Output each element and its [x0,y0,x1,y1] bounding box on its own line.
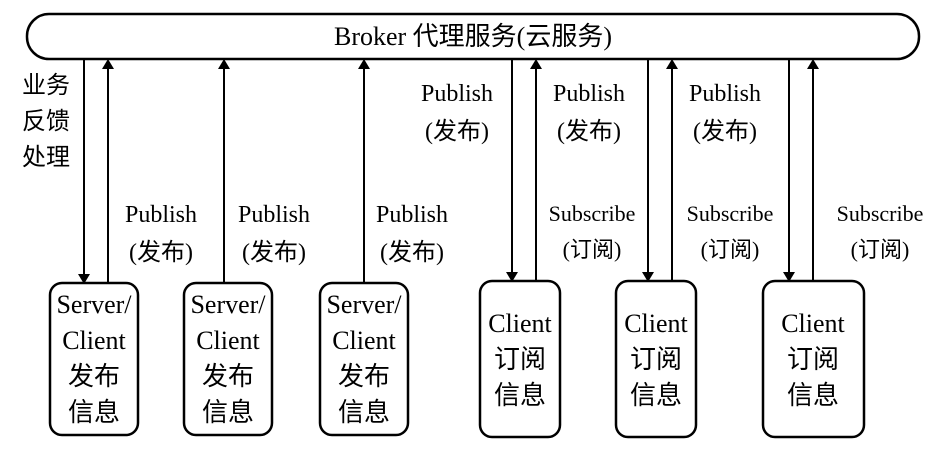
server-client-box-2 [182,281,274,437]
client-box-1 [478,279,562,439]
client-box-3-line-1: Client [781,309,845,338]
label-publish-4-cn: (发布) [425,118,489,145]
box-1-line-4: 信息 [68,398,120,427]
broker-label: Broker 代理服务(云服务) [334,22,612,51]
box-1-line-2: Client [62,326,126,355]
server-client-box-1 [48,281,140,437]
label-publish-4: Publish [421,81,493,107]
label-publish-2-cn: (发布) [242,239,306,266]
box-3-line-4: 信息 [338,398,390,427]
label-publish-1-cn: (发布) [129,239,193,266]
client-box-3 [761,279,866,439]
label-publish-6: Publish [689,81,761,107]
label-subscribe-2: Subscribe [687,201,774,226]
label-publish-2: Publish [238,202,310,228]
box-2-line-1: Server/ [190,290,266,319]
client-box-1-line-1: Client [488,309,552,338]
label-subscribe-3-cn: (订阅) [851,237,910,262]
feedback-label-line-3: 处理 [22,144,70,171]
box-1-line-3: 发布 [68,362,120,391]
box-2-line-4: 信息 [202,398,254,427]
client-box-1-line-2: 订阅 [494,345,546,374]
client-box-2-line-1: Client [624,309,688,338]
label-subscribe-2-cn: (订阅) [701,237,760,262]
label-publish-5-cn: (发布) [557,118,621,145]
box-1-line-1: Server/ [56,290,132,319]
label-publish-5: Publish [553,81,625,107]
label-publish-1: Publish [125,202,197,228]
box-2-line-3: 发布 [202,362,254,391]
feedback-label-line-1: 业务 [22,72,70,99]
broker-bar [25,12,921,61]
client-box-1-line-3: 信息 [494,381,546,410]
box-3-line-3: 发布 [338,362,390,391]
label-publish-3: Publish [376,202,448,228]
client-box-2 [614,279,698,439]
server-client-box-3 [318,281,410,437]
client-box-2-line-3: 信息 [630,381,682,410]
client-box-2-line-2: 订阅 [630,345,682,374]
client-box-3-line-2: 订阅 [787,345,839,374]
box-2-line-2: Client [196,326,260,355]
box-3-line-2: Client [332,326,396,355]
label-subscribe-1-cn: (订阅) [563,237,622,262]
box-3-line-1: Server/ [326,290,402,319]
feedback-label-line-2: 反馈 [22,108,70,135]
label-publish-3-cn: (发布) [380,239,444,266]
client-box-3-line-3: 信息 [787,381,839,410]
label-publish-6-cn: (发布) [693,118,757,145]
label-subscribe-3: Subscribe [837,201,924,226]
label-subscribe-1: Subscribe [549,201,636,226]
